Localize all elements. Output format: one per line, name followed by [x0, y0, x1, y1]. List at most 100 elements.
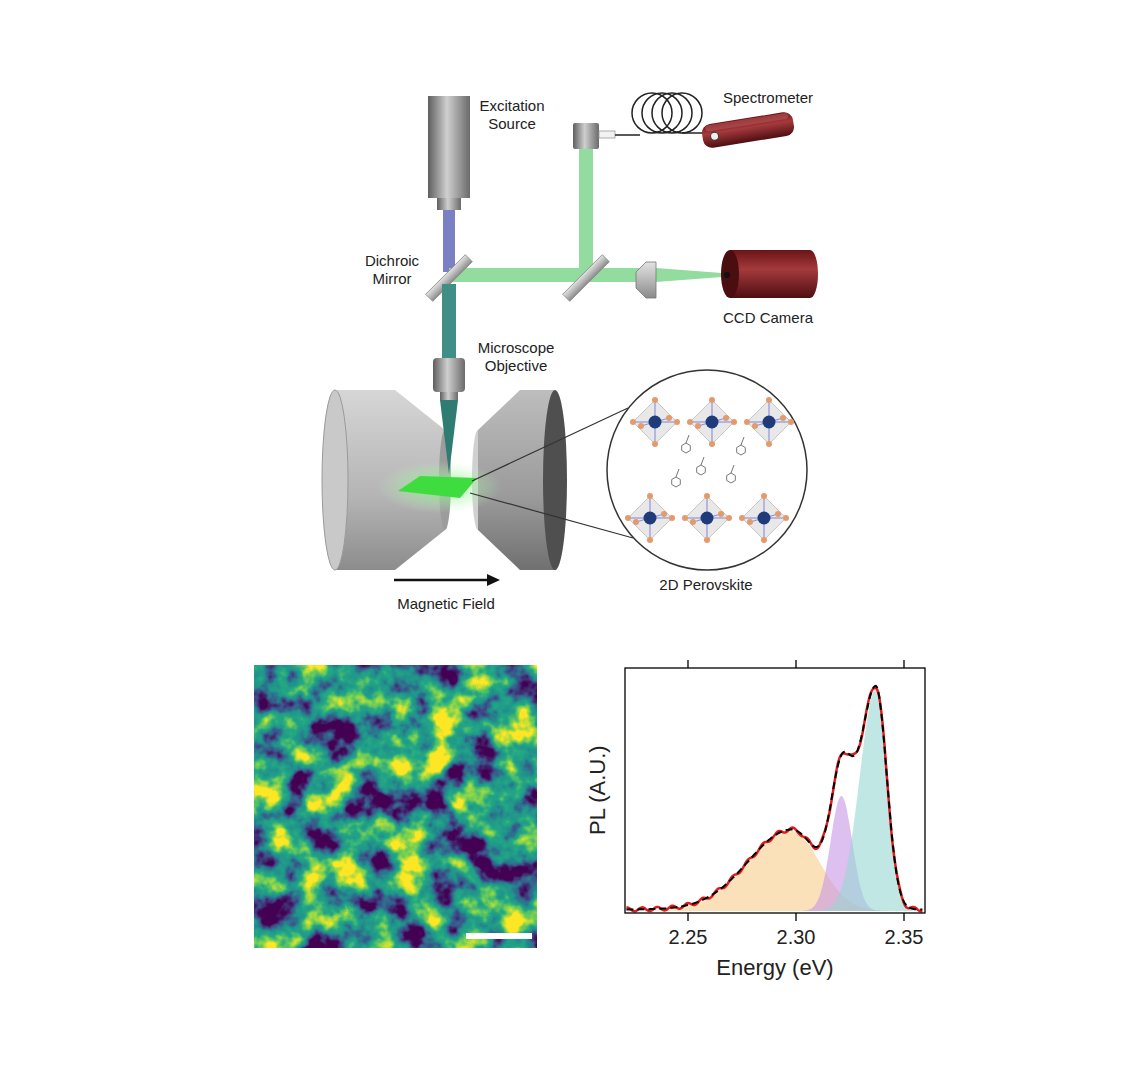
tick-label: 2.25 [669, 925, 708, 949]
halide-atom [695, 423, 701, 429]
octahedron [690, 400, 734, 444]
metal-atom [758, 512, 771, 525]
metal-atom [701, 512, 714, 525]
halide-atom [761, 537, 767, 543]
lens-part [636, 262, 656, 298]
halide-atom [739, 515, 745, 521]
emission-beam-part [579, 148, 593, 276]
component-label: Excitation Source [471, 97, 553, 133]
octahedron [685, 496, 729, 540]
excitation-source-part [428, 96, 470, 198]
octahedron [742, 496, 786, 540]
halide-atom [630, 419, 636, 425]
spectrometer-part [662, 93, 702, 133]
perovskite-structure [625, 397, 794, 543]
organic-cation [672, 477, 681, 487]
halide-atom [690, 519, 696, 525]
halide-atom [718, 511, 724, 517]
mirrors-part [563, 255, 610, 302]
halide-atom [747, 519, 753, 525]
component-label: Dichroic Mirror [356, 252, 428, 288]
ccd-camera [721, 250, 818, 298]
halide-atom [766, 441, 772, 447]
axis-label: PL (A.U.) [585, 745, 611, 835]
component-label: 2D Perovskite [659, 576, 752, 594]
halide-atom [661, 511, 667, 517]
microscope-objective-part [433, 358, 465, 392]
electromagnet-part [543, 390, 567, 570]
inset-callout [470, 370, 807, 570]
field-arrow [394, 574, 500, 586]
spectrometer-part [682, 132, 705, 134]
pl-map-part [254, 665, 537, 948]
octahedron [633, 400, 677, 444]
pl-spectrum-part [626, 689, 922, 911]
organic-cation [727, 473, 736, 483]
halide-atom [669, 515, 675, 521]
halide-atom [788, 419, 794, 425]
spectrometer-part-part [710, 132, 719, 141]
metal-atom [649, 416, 662, 429]
organic-cation [686, 435, 689, 443]
halide-atom [687, 419, 693, 425]
ccd-camera-part [721, 250, 739, 298]
spectrometer-part-part [701, 111, 796, 149]
inset-callout-part [472, 408, 628, 481]
sample-part [378, 461, 502, 513]
ccd-camera-part [724, 272, 730, 278]
pl-map-part [466, 933, 532, 939]
pl-spectrum-part [625, 668, 925, 913]
pl-spectrum [625, 660, 925, 921]
halide-atom [775, 511, 781, 517]
metal-atom [706, 416, 719, 429]
pl-spectrum-part [626, 686, 922, 910]
halide-atom [761, 493, 767, 499]
emission-beam-part [449, 268, 639, 282]
tick-label: 2.30 [777, 925, 816, 949]
emission-beam [449, 148, 722, 282]
pl-spectrum-part [626, 688, 922, 912]
inset-callout-part [470, 493, 633, 538]
organic-cation [741, 437, 744, 445]
halide-atom [726, 515, 732, 521]
halide-atom [682, 515, 688, 521]
microscope-objective-part [442, 284, 456, 358]
halide-atom [652, 441, 658, 447]
metal-atom [763, 416, 776, 429]
tick-label: 2.35 [885, 925, 924, 949]
octahedron [747, 400, 791, 444]
halide-atom [752, 423, 758, 429]
microscope-objective [433, 284, 465, 401]
electromagnet [322, 390, 567, 570]
halide-atom [638, 423, 644, 429]
metal-atom [644, 512, 657, 525]
spectrometer-part [599, 131, 615, 138]
emission-beam-part [656, 268, 722, 282]
organic-cation [676, 469, 679, 477]
organic-cation [701, 457, 704, 465]
organic-cation [737, 445, 746, 455]
spectrometer-part [573, 123, 599, 149]
halide-atom [783, 515, 789, 521]
spectrometer-part-part [705, 113, 789, 132]
halide-atom [766, 397, 772, 403]
pl-spectrum-part [688, 660, 904, 921]
spectrometer-part [652, 93, 692, 133]
halide-atom [780, 415, 786, 421]
organic-cation [731, 465, 734, 473]
halide-atom [625, 515, 631, 521]
component-label: Microscope Objective [470, 339, 562, 375]
sample [378, 400, 502, 513]
halide-atom [709, 397, 715, 403]
excitation-source [428, 96, 470, 272]
microscope-objective-part [440, 392, 458, 401]
ccd-camera-part [730, 250, 810, 298]
halide-atom [704, 537, 710, 543]
lens [636, 262, 656, 298]
sample-part [398, 476, 477, 498]
octahedron [628, 496, 672, 540]
organic-cation [682, 443, 691, 453]
halide-atom [633, 519, 639, 525]
halide-atom [647, 537, 653, 543]
inset-callout-part [607, 370, 807, 570]
